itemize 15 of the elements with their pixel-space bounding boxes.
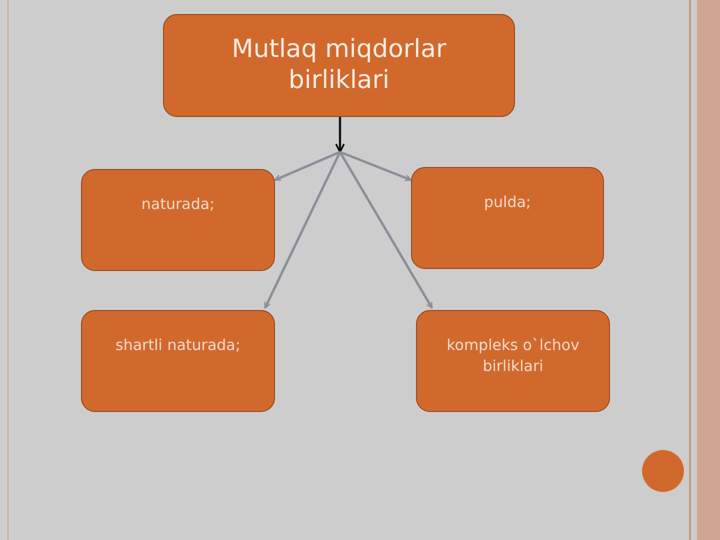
process-box [416, 310, 610, 412]
arrow [338, 151, 434, 309]
process-box [81, 310, 275, 412]
box-label: naturada; [141, 194, 215, 215]
arrow [264, 151, 342, 309]
title-box [163, 14, 515, 117]
process-box [411, 167, 604, 269]
box-label: kompleks o`lchov birliklari [446, 335, 580, 377]
box-label: shartli naturada; [116, 335, 240, 356]
box-label: pulda; [484, 192, 531, 213]
process-box [81, 169, 275, 271]
arrow [274, 150, 340, 182]
arrow [335, 117, 345, 153]
arrow [340, 150, 412, 182]
box-label: Mutlaq miqdorlar birliklari [230, 33, 448, 96]
